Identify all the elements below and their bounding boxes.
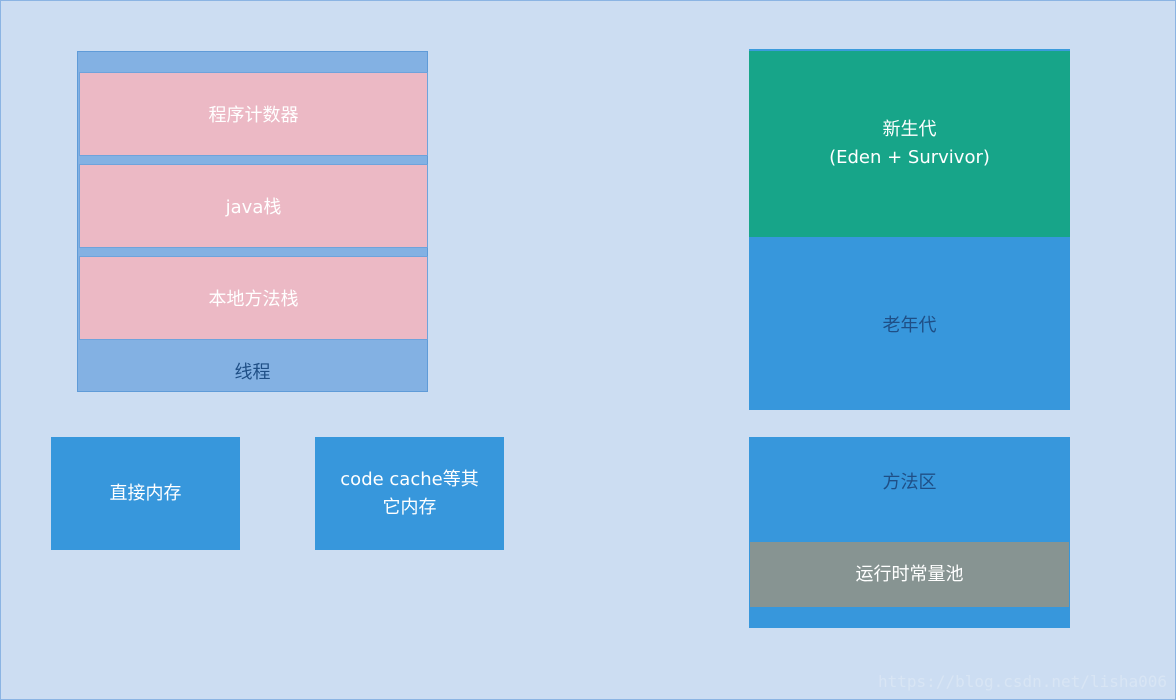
code-cache-label: code cache等其 它内存 — [340, 466, 478, 522]
watermark: https://blog.csdn.net/lisha006 — [878, 672, 1167, 691]
code-cache-label-line2: 它内存 — [382, 496, 437, 518]
old-generation-label: 老年代 — [882, 314, 937, 336]
code-cache-box: code cache等其 它内存 — [315, 437, 504, 550]
native-method-stack-label: 本地方法栈 — [208, 289, 299, 310]
thread-label: 线程 — [234, 362, 271, 383]
direct-memory-box: 直接内存 — [51, 437, 240, 550]
program-counter-label: 程序计数器 — [208, 105, 299, 126]
young-generation-label-line2: (Eden + Survivor) — [829, 147, 990, 168]
direct-memory-label: 直接内存 — [109, 482, 182, 504]
java-stack-box: java栈 — [79, 164, 428, 248]
java-stack-label: java栈 — [225, 197, 282, 218]
method-area-label: 方法区 — [882, 472, 937, 493]
native-method-stack-box: 本地方法栈 — [79, 256, 428, 340]
runtime-constant-pool-box: 运行时常量池 — [750, 542, 1069, 607]
young-generation-label-line1: 新生代 — [882, 119, 937, 140]
young-generation-label: 新生代 (Eden + Survivor) — [829, 116, 990, 172]
runtime-constant-pool-label: 运行时常量池 — [855, 563, 964, 585]
code-cache-label-line1: code cache等其 — [340, 468, 479, 490]
thread-region: 程序计数器 java栈 本地方法栈 线程 — [77, 51, 428, 392]
young-generation-box: 新生代 (Eden + Survivor) — [749, 49, 1070, 237]
old-generation-box: 老年代 — [749, 237, 1070, 410]
program-counter-box: 程序计数器 — [79, 72, 428, 156]
